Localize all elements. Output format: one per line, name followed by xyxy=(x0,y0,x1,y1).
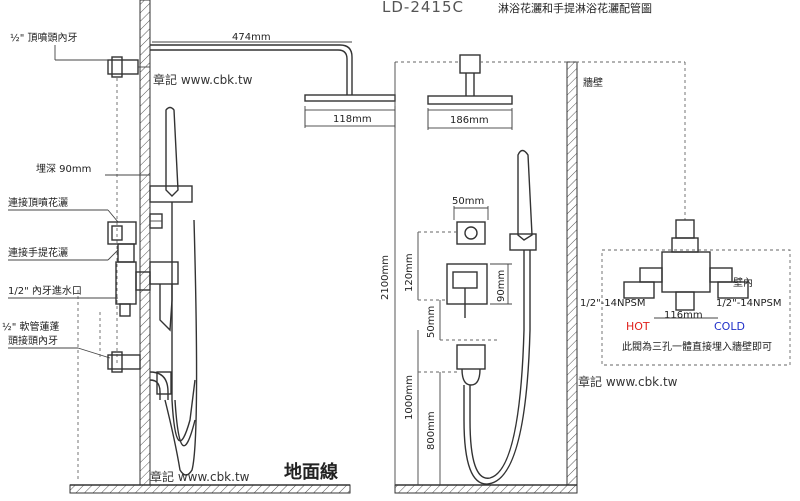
dim-inlet-spacing: 116mm xyxy=(664,310,703,321)
label-connect-top: 連接頂噴花灑 xyxy=(8,196,68,209)
diverter-plate xyxy=(456,221,486,245)
hose-elbow xyxy=(149,371,169,400)
dim-50-vertical: 50mm xyxy=(426,306,437,338)
middle-valve-plate xyxy=(446,263,488,305)
label-wall-depth: 埋深 90mm xyxy=(36,163,91,175)
left-hand-shower xyxy=(165,106,179,197)
label-npsm-left: 1/2"-14NPSM xyxy=(580,298,646,309)
dim-1000: 1000mm xyxy=(404,375,415,420)
label-hose-fitting-1: ½" 軟管蓮蓬 xyxy=(2,320,59,333)
middle-hand-shower xyxy=(517,149,533,241)
hot-inlet xyxy=(623,281,655,299)
dim-800: 800mm xyxy=(426,411,437,450)
label-npsm-right: 1/2"-14NPSM xyxy=(716,298,782,309)
label-hot: HOT xyxy=(626,320,650,333)
left-hose xyxy=(164,219,198,476)
label-top-fitting: ½" 頂噴頭內牙 xyxy=(10,32,77,44)
label-hose-fitting-2: 頭接頭內牙 xyxy=(8,334,58,347)
right-valve-body xyxy=(661,251,711,293)
left-floor xyxy=(69,484,351,494)
label-inlet: 1/2" 內牙進水口 xyxy=(8,285,82,297)
label-valve-note: 此閥為三孔一體直接埋入牆壁即可 xyxy=(622,340,772,353)
right-valve-top xyxy=(675,219,695,239)
watermark-top: 章記 www.cbk.tw xyxy=(153,72,253,87)
valve-inlet-block xyxy=(115,261,137,305)
dim-middle-head: 186mm xyxy=(450,115,489,126)
middle-wall xyxy=(566,61,578,486)
label-wall: 牆壁 xyxy=(583,76,603,89)
left-wall xyxy=(139,0,151,486)
slide-bracket xyxy=(149,185,193,203)
label-connect-hand: 連接手提花灑 xyxy=(8,246,68,259)
middle-hand-holder xyxy=(509,233,537,251)
in-wall-box xyxy=(601,249,791,366)
middle-hose xyxy=(469,250,525,479)
middle-shower-head xyxy=(427,95,513,105)
diverter-knob xyxy=(464,226,478,240)
floor-label: 地面線 xyxy=(284,461,338,483)
dim-diverter: 50mm xyxy=(452,196,484,207)
diagram-title: 淋浴花灑和手提淋浴花灑配管圖 xyxy=(498,1,652,15)
dim-90: 90mm xyxy=(496,270,507,302)
middle-hose-outlet xyxy=(456,344,486,370)
label-cold: COLD xyxy=(714,320,745,333)
dim-left-head: 118mm xyxy=(333,114,372,125)
shower-arm xyxy=(150,44,353,95)
left-shower-head xyxy=(304,94,396,102)
dim-arm-length: 474mm xyxy=(232,32,271,43)
ceiling-mount xyxy=(459,54,481,74)
model-number: LD-2415C xyxy=(382,0,464,16)
watermark-right: 章記 www.cbk.tw xyxy=(578,374,678,389)
left-valve-handle xyxy=(159,284,173,332)
dim-2100: 2100mm xyxy=(380,255,391,300)
left-valve-trim xyxy=(149,261,179,285)
cold-inlet xyxy=(717,281,749,299)
watermark-bottom: 章記 www.cbk.tw xyxy=(150,469,250,484)
dim-120: 120mm xyxy=(404,253,415,292)
hose-fitting xyxy=(107,354,141,370)
